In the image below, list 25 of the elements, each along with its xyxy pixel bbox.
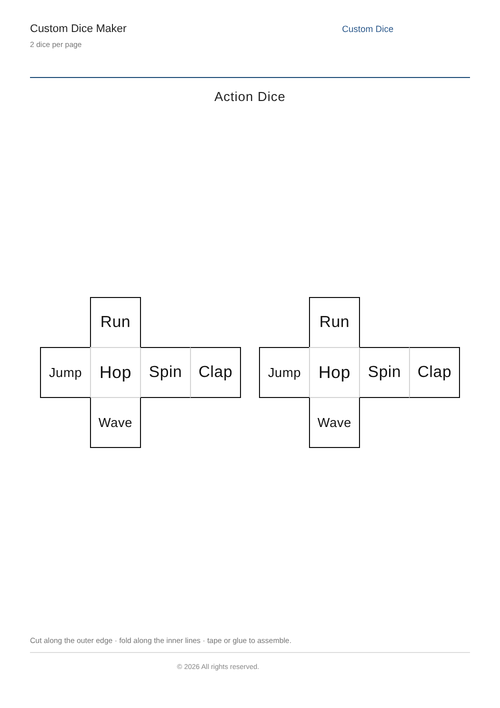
face-label: Hop — [99, 362, 132, 382]
face-label: Clap — [198, 364, 233, 382]
face-label: Run — [100, 314, 131, 332]
die-face — [409, 347, 460, 398]
die-face — [309, 397, 360, 448]
die-face — [259, 347, 310, 398]
die-face — [309, 297, 360, 348]
header-link: Custom Dice — [342, 24, 394, 34]
face-label: Jump — [49, 365, 82, 380]
die-face — [359, 347, 410, 398]
face-label: Spin — [148, 364, 182, 382]
diagram-title: Action Dice — [213, 89, 287, 104]
face-label: Wave — [318, 415, 352, 430]
face-label: Wave — [98, 415, 132, 430]
page-heading: Custom Dice Maker — [30, 23, 127, 35]
face-label: Hop — [318, 362, 351, 382]
face-label: Run — [319, 314, 350, 332]
die-face — [190, 347, 241, 398]
die-face — [90, 397, 141, 448]
die-face — [90, 297, 141, 348]
die-face — [40, 347, 91, 398]
die-face — [140, 347, 191, 398]
face-label: Clap — [417, 364, 452, 382]
face-label: Spin — [368, 364, 402, 382]
face-label: Jump — [268, 365, 301, 380]
